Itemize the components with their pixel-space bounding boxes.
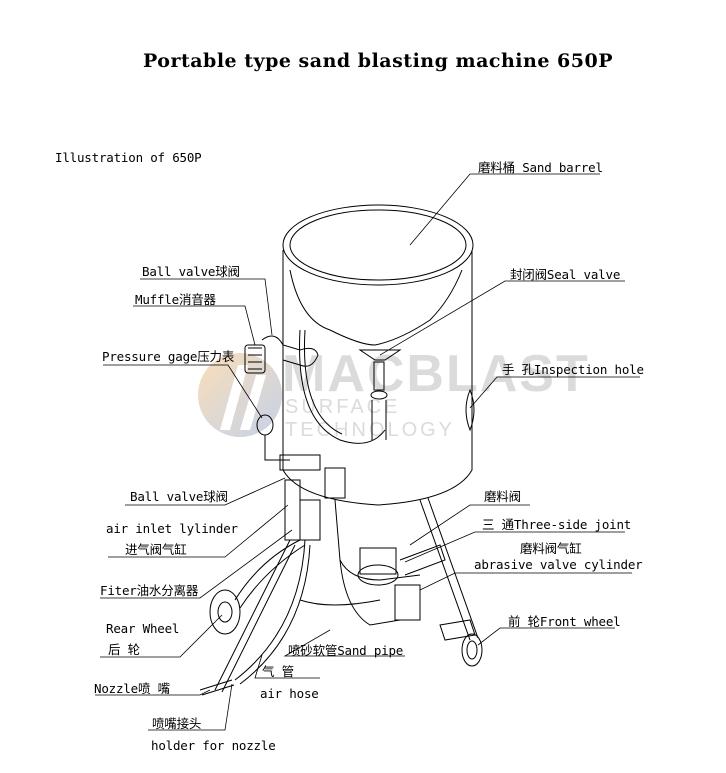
leader-lines	[95, 173, 640, 731]
label-nozzle-holder-cn: 喷嘴接头	[152, 716, 202, 731]
label-pressure-gage: Pressure gage压力表	[102, 349, 235, 364]
ball-valve-muffler	[244, 335, 319, 374]
label-nozzle: Nozzle喷 嘴	[94, 681, 170, 696]
label-ball-valve-top: Ball valve球阀	[142, 264, 240, 279]
label-inspection-hole: 手 孔Inspection hole	[502, 362, 644, 377]
pressure-gage	[256, 414, 290, 461]
label-three-side-joint: 三 通Three-side joint	[482, 517, 632, 532]
sand-barrel	[282, 204, 474, 506]
label-seal-valve: 封闭阀Seal valve	[510, 267, 621, 282]
frame	[209, 497, 483, 667]
page-title: Portable type sand blasting machine 650P	[143, 50, 613, 72]
seal-valve	[358, 349, 402, 440]
label-muffle: Muffle消音器	[135, 292, 216, 307]
inspection-hole	[465, 388, 475, 432]
label-sand-barrel: 磨料桶 Sand barrel	[478, 160, 603, 175]
abrasive-valve	[357, 544, 446, 621]
label-front-wheel: 前 轮Front wheel	[508, 614, 621, 629]
label-abrasive-cylinder-cn: 磨料阀气缸	[520, 541, 582, 556]
label-air-inlet-cn: 进气阀气缸	[125, 542, 187, 557]
label-air-hose-cn: 气 管	[262, 664, 294, 679]
label-abrasive-cylinder-en: abrasive valve cylinder	[474, 557, 643, 572]
label-rear-wheel-en: Rear Wheel	[106, 621, 180, 636]
label-air-hose-en: air hose	[260, 686, 319, 701]
label-sand-pipe: 喷砂软管Sand pipe	[288, 643, 404, 658]
air-inlet-assembly	[279, 454, 421, 581]
label-abrasive-valve: 磨料阀	[484, 489, 521, 504]
illustration-caption: Illustration of 650P	[55, 150, 202, 165]
label-rear-wheel-cn: 后 轮	[108, 642, 140, 657]
label-air-inlet-en: air inlet lylinder	[106, 521, 238, 536]
label-filter: Fiter油水分离器	[100, 583, 199, 598]
label-ball-valve-bottom: Ball valve球阀	[130, 489, 228, 504]
label-nozzle-holder-en: holder for nozzle	[151, 738, 276, 753]
hoses	[199, 539, 401, 696]
